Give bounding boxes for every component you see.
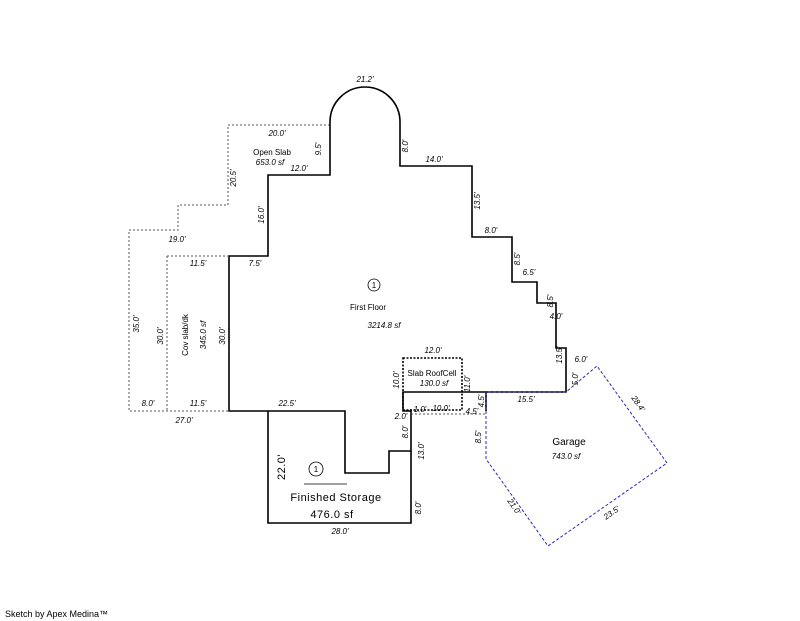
footer-credit: Sketch by Apex Medina™ (5, 609, 109, 619)
dim-10b: 10.0' (432, 404, 450, 413)
dim-1: 1.0' (414, 405, 427, 414)
dim-22: 22.0' (276, 454, 288, 480)
garage-outline (485, 365, 668, 547)
dim-20-5: 20.5' (229, 169, 238, 188)
storage-level-symbol: 1 (308, 461, 324, 477)
garage-area: 743.0 sf (552, 452, 581, 461)
dim-7-5: 7.5' (249, 259, 262, 268)
cov-slab-area: 345.0 sf (199, 320, 208, 349)
dim-6: 6.0' (575, 355, 588, 364)
dim-11-5b: 11.5' (190, 399, 207, 408)
dim-8-5c: 8.5' (474, 430, 483, 443)
first-floor-outline (228, 86, 567, 474)
dim-13-5b: 13.5' (555, 346, 564, 364)
slab-roofcell-name: Slab RoofCell (408, 369, 457, 378)
dim-28: 28.0' (330, 527, 349, 536)
dim-2: 2.0' (394, 412, 408, 421)
dim-4-5a: 4.5' (477, 394, 486, 407)
dim-8-5b: 8.5' (546, 294, 555, 307)
cov-slab-name: Cov slab/dk (181, 313, 190, 356)
dim-arc: 21.2' (355, 75, 374, 84)
dim-6-5: 6.5' (523, 268, 536, 277)
dim-28-4: 28.4' (629, 393, 647, 413)
finished-storage-outline (267, 411, 412, 524)
dim-16: 16.0' (257, 206, 266, 224)
open-slab-name: Open Slab (253, 148, 291, 157)
dim-23-5: 23.5' (601, 504, 621, 522)
dim-12b: 12.0' (424, 346, 442, 355)
dim-11-5a: 11.5' (190, 259, 207, 268)
dim-9-5: 9.5' (314, 142, 323, 155)
dim-15-5: 15.5' (517, 395, 535, 404)
dim-35: 35.0' (132, 315, 141, 333)
dim-27: 27.0' (174, 416, 193, 425)
first-floor-area: 3214.8 sf (368, 321, 402, 330)
dim-19: 19.0' (168, 235, 186, 244)
dim-13: 13.0' (417, 442, 426, 460)
open-slab-outline (128, 124, 330, 412)
dim-12a: 12.0' (290, 164, 308, 173)
dim-22-5: 22.5' (277, 399, 296, 408)
dim-8-5a: 8.5' (513, 252, 522, 265)
dim-8c: 8.0' (142, 399, 155, 408)
first-floor-name: First Floor (350, 303, 386, 312)
dim-5: 5.0' (571, 372, 580, 385)
slab-roofcell-outline (402, 357, 463, 411)
svg-text:1: 1 (372, 281, 377, 290)
open-slab-area: 653.0 sf (256, 158, 285, 167)
slab-roofcell-area: 130.0 sf (420, 379, 449, 388)
dim-8e: 8.0' (414, 501, 423, 514)
dim-11: 11.0' (463, 375, 472, 392)
dim-21-0: 21.0' (505, 496, 523, 516)
dim-30a: 30.0' (156, 327, 165, 345)
dim-13-5a: 13.5' (473, 192, 482, 210)
dim-30b: 30.0' (218, 327, 227, 345)
storage-area: 476.0 sf (310, 509, 354, 521)
first-floor-level-symbol: 1 (367, 278, 381, 292)
dim-10a: 10.0' (392, 371, 401, 389)
dim-8a: 8.0' (401, 139, 410, 152)
svg-text:1: 1 (314, 465, 319, 474)
dim-8b: 8.0' (485, 226, 498, 235)
storage-name: Finished Storage (290, 492, 381, 504)
dim-4: 4.0' (550, 312, 563, 321)
dim-14: 14.0' (425, 155, 443, 164)
dim-8d: 8.0' (401, 425, 410, 438)
dim-20: 20.0' (267, 129, 286, 138)
garage-name: Garage (552, 437, 586, 448)
dim-4-5b: 4.5' (466, 407, 479, 416)
